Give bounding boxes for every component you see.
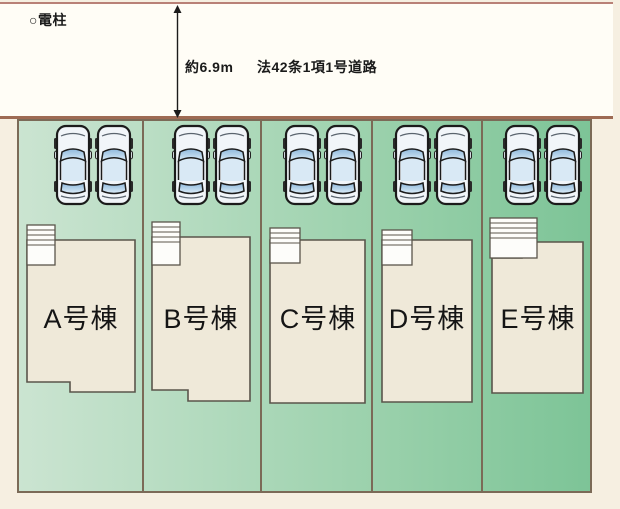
lot-divider-cd [371,121,373,491]
road-area: ○電柱 約6.9m 法42条1項1号道路 [0,2,613,119]
building-b-label: B号棟 [163,304,239,334]
road-type-label: 法42条1項1号道路 [257,59,378,75]
building-c-label: C号棟 [279,304,357,334]
building-a-label: A号棟 [43,304,119,334]
lot-divider-bc [260,121,262,491]
utility-pole-label: ○電柱 [29,12,67,28]
road-width-label: 約6.9m [185,59,234,75]
lot-divider-de [481,121,483,491]
building-d-label: D号棟 [388,304,466,334]
building-e-label: E号棟 [500,304,576,334]
lot-divider-ab [142,121,144,491]
